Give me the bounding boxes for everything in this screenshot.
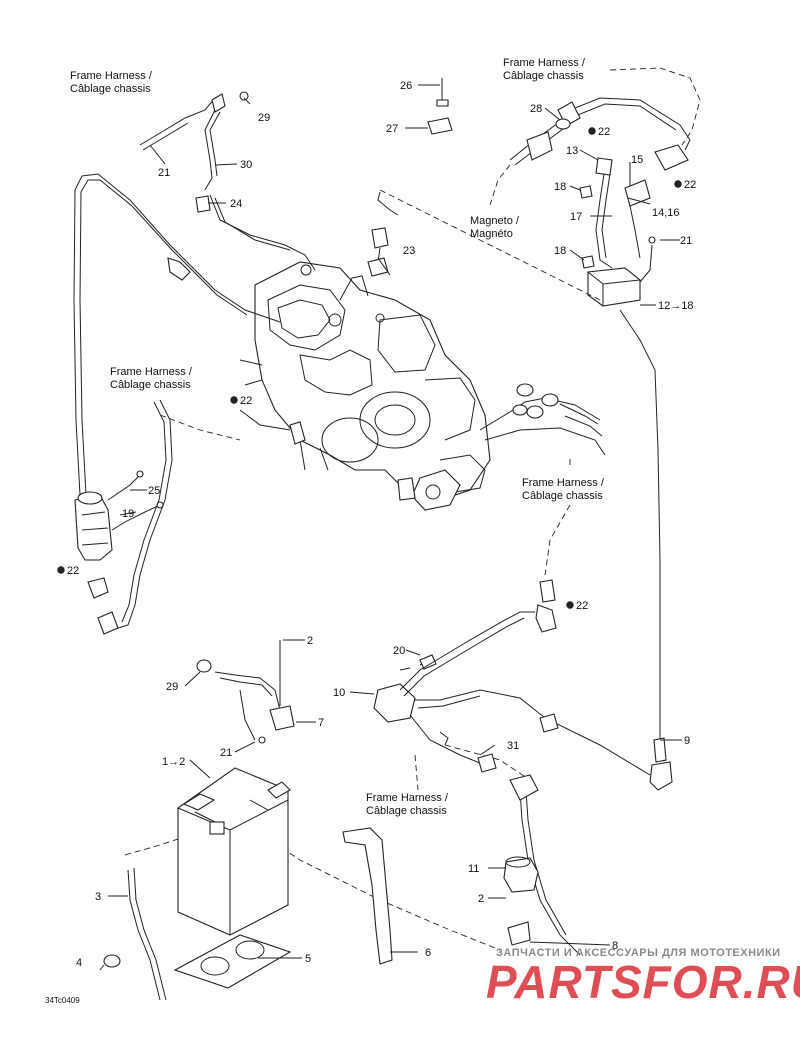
magneto-label-fr: Magnéto	[470, 228, 513, 240]
dashed-connection-lines	[124, 67, 701, 951]
watermark-subtitle: ЗАПЧАСТИ И АКСЕССУАРЫ ДЛЯ МОТОТЕХНИКИ	[496, 947, 781, 959]
callout-21: 21	[220, 747, 232, 759]
callout-6: 6	[425, 947, 431, 959]
fuse-holder	[196, 640, 295, 744]
callout-9: 9	[684, 735, 690, 747]
connector-28	[555, 118, 571, 130]
callout-29: 29	[258, 112, 270, 124]
leader-lines	[108, 84, 682, 959]
frame-harness-label: Frame Harness /	[110, 366, 193, 378]
frame-harness-note-top-right: Frame Harness / Câblage chassis	[503, 57, 586, 82]
callout-18: 18	[554, 181, 566, 193]
callout-17: 17	[570, 211, 582, 223]
callout-3: 3	[95, 891, 101, 903]
callout-29: 29	[166, 681, 178, 693]
callout-14-16: 14,16	[652, 207, 680, 219]
watermark-logo: PARTSFOR.RU	[486, 956, 800, 1008]
frame-harness-note-mid-left: Frame Harness / Câblage chassis	[110, 366, 193, 391]
frame-harness-label: Frame Harness /	[503, 57, 586, 69]
voltage-regulator	[587, 236, 656, 307]
main-ground-cable	[619, 309, 673, 791]
callout-25: 25	[148, 485, 160, 497]
callout-5: 5	[305, 953, 311, 965]
frame-harness-label-fr: Câblage chassis	[503, 70, 584, 82]
callout-15: 15	[631, 154, 643, 166]
callout-22: 22	[240, 395, 252, 407]
high-tension-wire	[73, 173, 281, 496]
frame-harness-label-fr: Câblage chassis	[366, 805, 447, 817]
bolt-and-clip	[427, 78, 453, 135]
callout-18: 18	[554, 245, 566, 257]
terminal-boot	[503, 856, 539, 893]
magneto-note: Magneto / Magnéto	[470, 215, 520, 240]
callout-1-2: 1→2	[162, 756, 185, 768]
battery	[177, 767, 291, 936]
callout-22: 22	[598, 126, 610, 138]
callout-23: 23	[403, 245, 415, 257]
ignition-coil	[74, 470, 164, 561]
frame-harness-label-fr: Câblage chassis	[70, 83, 151, 95]
frame-harness-label-fr: Câblage chassis	[110, 379, 191, 391]
frame-harness-label: Frame Harness /	[70, 70, 153, 82]
magneto-connector-cluster	[479, 383, 606, 456]
adhesive-markers	[57, 127, 682, 609]
magneto-label: Magneto /	[470, 215, 520, 227]
callout-4: 4	[76, 957, 82, 969]
callout-28: 28	[530, 103, 542, 115]
callout-10: 10	[333, 687, 345, 699]
callout-30: 30	[240, 159, 252, 171]
callout-12-18: 12→18	[658, 300, 693, 312]
starter-solenoid	[373, 579, 651, 776]
coil-ground-wire	[87, 399, 173, 635]
callout-21: 21	[158, 167, 170, 179]
engine-assembly	[239, 261, 491, 511]
callout-22: 22	[684, 179, 696, 191]
callout-13: 13	[566, 145, 578, 157]
frame-harness-label-fr: Câblage chassis	[522, 490, 603, 502]
callout-19: 19	[122, 508, 134, 520]
callout-2: 2	[307, 635, 313, 647]
frame-harness-note-top-left: Frame Harness / Câblage chassis	[70, 70, 153, 95]
watermark: ЗАПЧАСТИ И АКСЕССУАРЫ ДЛЯ МОТОТЕХНИКИ PA…	[486, 947, 800, 1008]
callout-26: 26	[400, 80, 412, 92]
callout-24: 24	[230, 198, 242, 210]
callout-27: 27	[386, 123, 398, 135]
callout-20: 20	[393, 645, 405, 657]
frame-harness-note-bottom: Frame Harness / Câblage chassis	[366, 792, 449, 817]
callout-22: 22	[576, 600, 588, 612]
callout-31: 31	[507, 740, 519, 752]
callout-7: 7	[318, 717, 324, 729]
callout-11: 11	[468, 863, 479, 875]
choke-cable	[367, 191, 399, 277]
callout-21: 21	[680, 235, 692, 247]
frame-harness-label: Frame Harness /	[366, 792, 449, 804]
upper-right-harness	[509, 97, 691, 269]
callout-2: 2	[478, 893, 484, 905]
battery-pad	[173, 934, 292, 989]
battery-strap	[342, 827, 393, 965]
frame-harness-label: Frame Harness /	[522, 477, 605, 489]
callout-8: 8	[612, 940, 618, 952]
ring-terminal	[99, 954, 121, 971]
figure-reference: 34Tc0409	[45, 996, 80, 1005]
callout-22: 22	[67, 565, 79, 577]
upper-left-harness	[139, 91, 316, 271]
frame-harness-note-mid-right: Frame Harness / Câblage chassis	[522, 477, 605, 502]
battery-cables	[127, 774, 581, 1001]
callout-numbers: 29 30 21 24 26 27 28 22 13 15 22 18 14,1…	[45, 80, 696, 1005]
